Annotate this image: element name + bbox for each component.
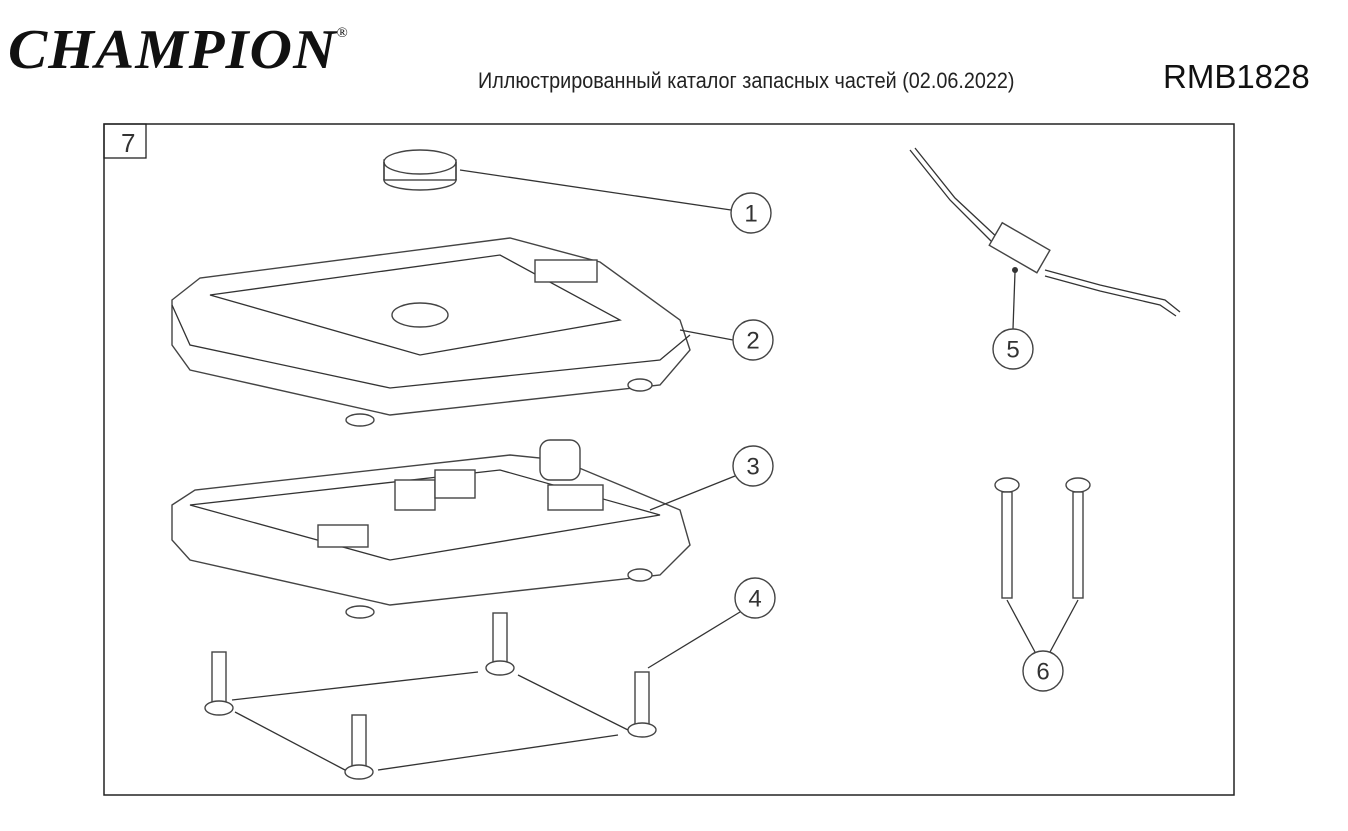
part-base-board[interactable]: [171, 439, 691, 619]
part-power-cable[interactable]: [909, 147, 1181, 317]
catalog-title: Иллюстрированный каталог запасных частей…: [478, 68, 1015, 93]
section-number: 7: [121, 128, 135, 158]
model-number: RMB1828: [1163, 58, 1310, 95]
svg-text:2: 2: [746, 328, 759, 355]
callout-3: 3: [732, 445, 774, 487]
svg-text:1: 1: [744, 201, 757, 228]
part-screws[interactable]: [204, 612, 657, 780]
part-ground-stakes[interactable]: [994, 477, 1091, 599]
brand-logo: CHAMPION®: [8, 18, 349, 82]
svg-text:5: 5: [1006, 337, 1019, 364]
registered-mark: ®: [336, 26, 349, 41]
callout-1: 1: [730, 192, 772, 234]
section-box: [103, 123, 147, 159]
diagram-frame: [103, 123, 1235, 796]
callout-5: 5: [992, 328, 1034, 370]
part-top-cover[interactable]: [171, 237, 691, 427]
callout-2: 2: [732, 319, 774, 361]
callout-4: 4: [734, 577, 776, 619]
leader-lines: [459, 169, 1079, 669]
svg-text:6: 6: [1036, 659, 1049, 686]
svg-text:3: 3: [746, 454, 759, 481]
svg-text:4: 4: [748, 586, 761, 613]
brand-name: CHAMPION: [8, 19, 337, 81]
part-cap[interactable]: [383, 149, 457, 191]
callout-6: 6: [1022, 650, 1064, 692]
